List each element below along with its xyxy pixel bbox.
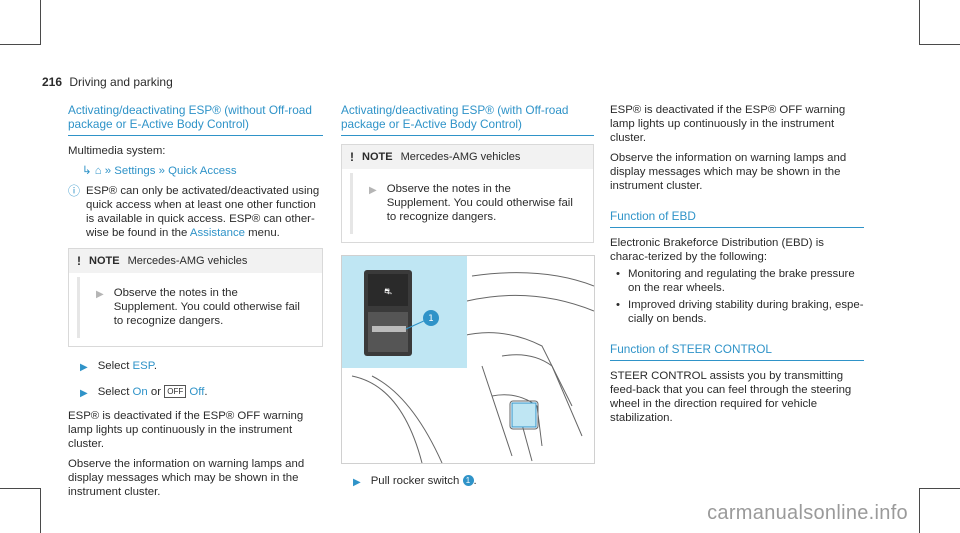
- crop-mark: [40, 0, 41, 45]
- note-header: ! NOTE Mercedes-AMG vehicles: [69, 249, 322, 273]
- crop-mark: [919, 488, 920, 533]
- step-arrow-icon: ▶: [96, 289, 104, 300]
- heading-steer-control: Function of STEER CONTROL: [610, 342, 864, 361]
- double-chevron-icon: »: [158, 165, 165, 177]
- column-3: ESP® is deactivated if the ESP® OFF warn…: [610, 103, 864, 431]
- path-arrow-icon: ↳: [82, 165, 92, 177]
- paragraph-esp-deactivated: ESP® is deactivated if the ESP® OFF warn…: [610, 104, 846, 144]
- step-text: .: [153, 360, 158, 372]
- warning-icon: !: [77, 254, 81, 268]
- console-drawing: ⛐ 1: [342, 256, 594, 463]
- bullet-text: Improved driving stability during brakin…: [628, 299, 864, 325]
- callout-1-icon: 1: [462, 475, 474, 487]
- paragraph-observe: Observe the information on warning lamps…: [610, 152, 847, 192]
- info-text: ESP® can only be activated/deactivated u…: [86, 185, 320, 239]
- multimedia-label: Multimedia system:: [68, 145, 166, 157]
- note-title: Mercedes-AMG vehicles: [127, 255, 248, 267]
- step-arrow-icon: ▶: [80, 362, 88, 373]
- step-text: .: [204, 386, 208, 398]
- note-header: ! NOTE Mercedes-AMG vehicles: [342, 145, 593, 169]
- step-arrow-icon: ▶: [80, 388, 88, 399]
- info-block: ⓘ ESP® can only be activated/deactivated…: [68, 184, 323, 240]
- step-text: .: [473, 475, 477, 487]
- esp-link[interactable]: ESP: [132, 360, 154, 372]
- rocker-switch-illustration: ⛐ 1: [341, 255, 595, 464]
- column-1: Activating/deactivating ESP® (without Of…: [68, 103, 323, 505]
- step-text: or: [150, 386, 162, 398]
- step-text: Select: [97, 386, 130, 398]
- crop-mark: [0, 44, 40, 45]
- menu-settings[interactable]: Settings: [114, 165, 156, 177]
- off-link[interactable]: Off: [189, 386, 205, 398]
- note-body: ▶ Observe the notes in the Supplement. Y…: [350, 173, 585, 234]
- note-label: NOTE: [362, 151, 393, 163]
- home-icon[interactable]: ⌂: [94, 165, 102, 177]
- heading-esp-with-offroad: Activating/deactivating ESP® (with Off-r…: [341, 103, 594, 136]
- crop-mark: [40, 488, 41, 533]
- assistance-link[interactable]: Assistance: [189, 227, 245, 239]
- bullet-text: Monitoring and regulating the brake pres…: [628, 268, 855, 294]
- section-title: Driving and parking: [69, 75, 173, 89]
- page-header: 216 Driving and parking: [42, 75, 173, 89]
- esp-off-icon: OFF: [164, 385, 187, 399]
- step-select-on-off: ▶ Select On or OFF Off.: [80, 385, 323, 401]
- note-label: NOTE: [89, 255, 120, 267]
- paragraph-ebd: Electronic Brakeforce Distribution (EBD)…: [610, 237, 824, 263]
- callout-marker: [423, 310, 439, 326]
- step-select-esp: ▶ Select ESP.: [80, 359, 323, 375]
- note-text: Observe the notes in the Supplement. You…: [113, 287, 300, 327]
- paragraph-steer-control: STEER CONTROL assists you by transmittin…: [610, 370, 852, 424]
- step-text: Pull rocker switch: [370, 475, 460, 487]
- crop-mark: [0, 488, 40, 489]
- list-item: •Improved driving stability during braki…: [616, 299, 864, 325]
- column-2: Activating/deactivating ESP® (with Off-r…: [341, 103, 595, 498]
- note-box: ! NOTE Mercedes-AMG vehicles ▶ Observe t…: [68, 248, 323, 347]
- heading-ebd: Function of EBD: [610, 209, 864, 228]
- crop-mark: [919, 0, 920, 45]
- watermark: carmanualsonline.info: [707, 502, 908, 524]
- menu-quick-access[interactable]: Quick Access: [168, 165, 237, 177]
- crop-mark: [920, 44, 960, 45]
- page-number: 216: [42, 75, 63, 89]
- double-chevron-icon: »: [104, 165, 112, 177]
- info-icon: ⓘ: [68, 184, 81, 198]
- note-text: Observe the notes in the Supplement. You…: [386, 183, 573, 223]
- menu-path: ↳ ⌂ » Settings » Quick Access: [68, 164, 323, 178]
- note-title: Mercedes-AMG vehicles: [400, 151, 521, 163]
- step-arrow-icon: ▶: [369, 185, 377, 196]
- svg-text:1: 1: [428, 314, 434, 324]
- paragraph-observe: Observe the information on warning lamps…: [68, 458, 305, 498]
- paragraph-esp-deactivated: ESP® is deactivated if the ESP® OFF warn…: [68, 410, 304, 450]
- warning-icon: !: [350, 150, 354, 164]
- step-arrow-icon: ▶: [353, 477, 361, 488]
- info-text-end: menu.: [248, 227, 280, 239]
- on-link[interactable]: On: [132, 386, 148, 398]
- svg-text:⛐: ⛐: [384, 287, 392, 297]
- note-box: ! NOTE Mercedes-AMG vehicles ▶ Observe t…: [341, 144, 594, 243]
- crop-mark: [920, 488, 960, 489]
- heading-esp-without-offroad: Activating/deactivating ESP® (without Of…: [68, 103, 323, 136]
- step-text: Select: [97, 360, 130, 372]
- list-item: •Monitoring and regulating the brake pre…: [616, 267, 864, 295]
- note-body: ▶ Observe the notes in the Supplement. Y…: [77, 277, 314, 338]
- step-pull-switch: ▶ Pull rocker switch 1.: [353, 474, 594, 490]
